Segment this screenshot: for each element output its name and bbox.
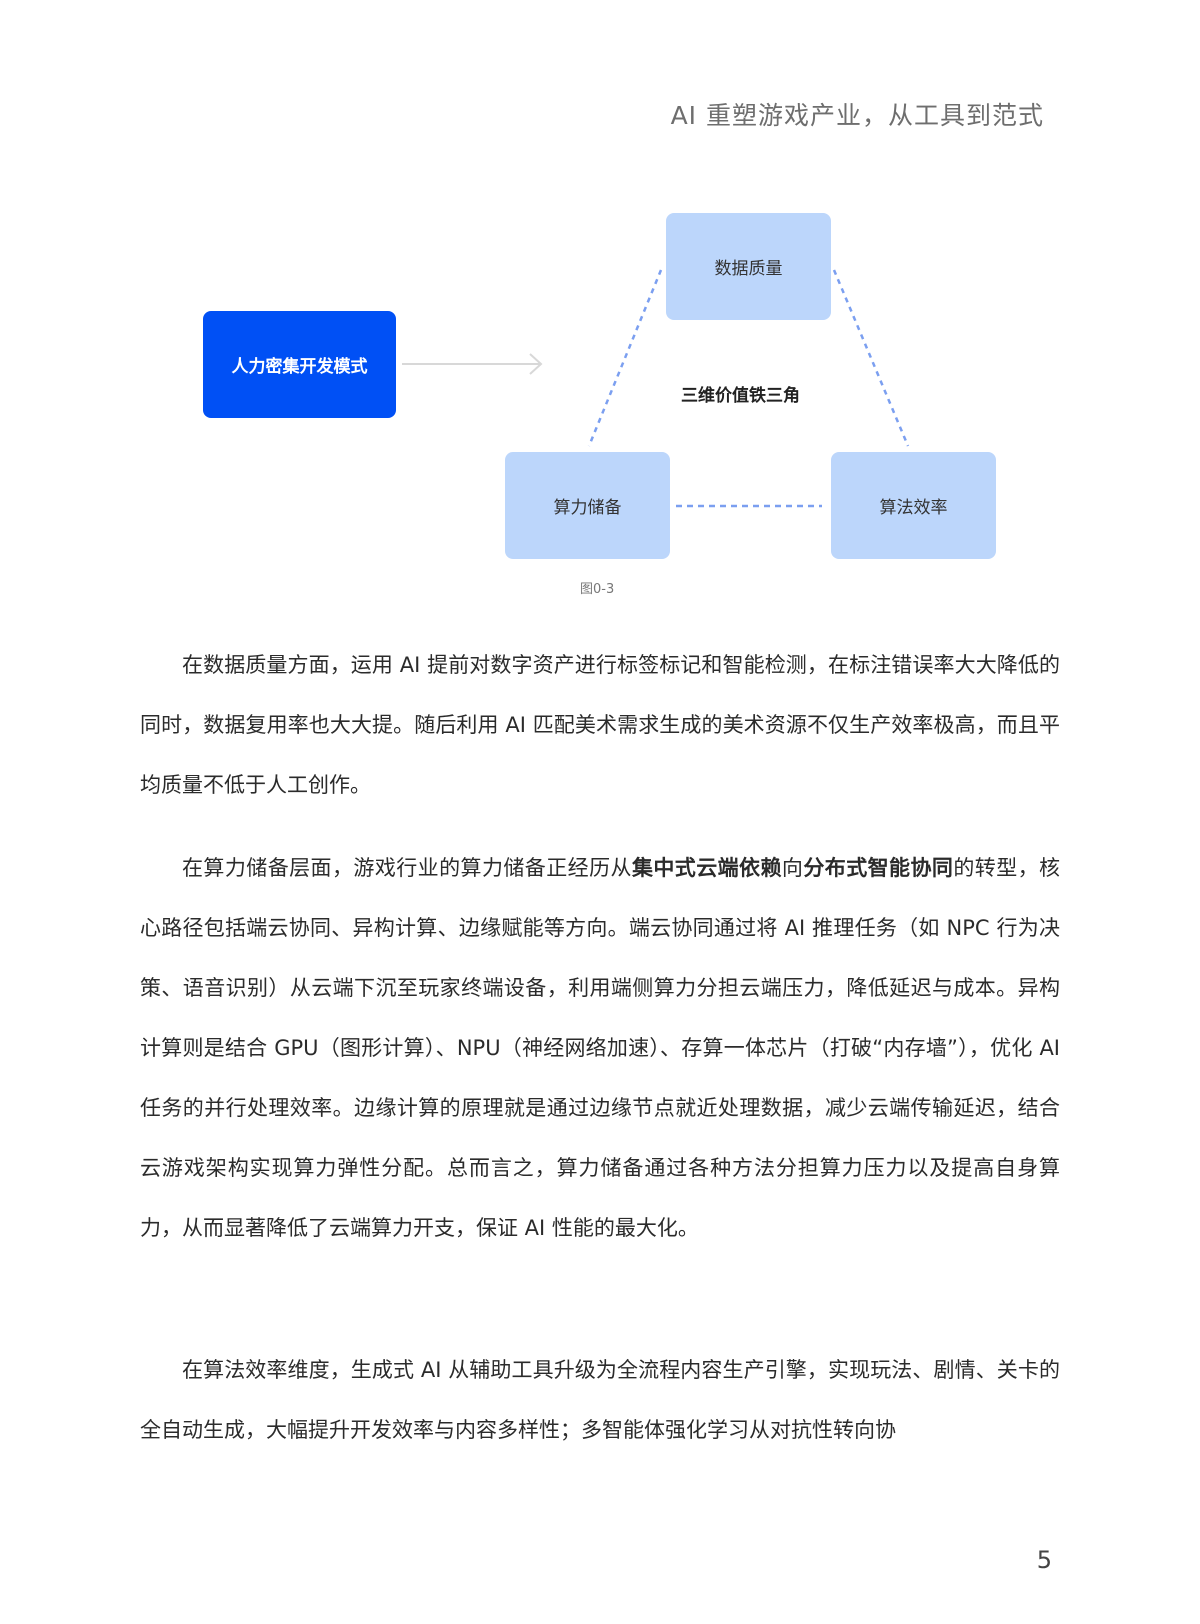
node-data-quality: 数据质量 xyxy=(666,213,831,320)
node-label: 数据质量 xyxy=(714,259,783,279)
triangle-center-label: 三维价值铁三角 xyxy=(681,386,800,406)
diagram-connectors xyxy=(402,269,910,508)
node-label: 人力密集开发模式 xyxy=(231,357,368,377)
node-labor-intensive-mode: 人力密集开发模式 xyxy=(203,311,396,418)
arrow-right-icon xyxy=(402,353,543,375)
text-run: 的转型，核心路径包括端云协同、异构计算、边缘赋能等方向。端云协同通过将 AI 推… xyxy=(140,856,1061,1240)
node-compute-reserve: 算力储备 xyxy=(505,452,670,559)
page-number: 5 xyxy=(1036,1546,1052,1574)
paragraph-text: 在算力储备层面，游戏行业的算力储备正经历从集中式云端依赖向分布式智能协同的转型，… xyxy=(140,838,1060,1258)
running-header-title: AI 重塑游戏产业，从工具到范式 xyxy=(670,101,1044,130)
bold-term-centralized-cloud: 集中式云端依赖 xyxy=(631,856,782,880)
value-triangle-diagram: 人力密集开发模式 数据质量 三维价值铁三角 算力储备 算法效率 图0-3 xyxy=(0,0,1200,600)
paragraph-compute-reserve: 在算力储备层面，游戏行业的算力储备正经历从集中式云端依赖向分布式智能协同的转型，… xyxy=(140,838,1060,1258)
node-label: 算法效率 xyxy=(879,498,948,518)
node-algorithm-efficiency: 算法效率 xyxy=(831,452,996,559)
paragraph-algorithm-efficiency: 在算法效率维度，生成式 AI 从辅助工具升级为全流程内容生产引擎，实现玩法、剧情… xyxy=(140,1340,1060,1460)
text-run: 向 xyxy=(781,856,804,880)
edge-data-compute xyxy=(587,269,663,447)
edge-data-algo xyxy=(832,269,910,447)
figure-caption: 图0-3 xyxy=(580,582,615,597)
node-label: 算力储备 xyxy=(553,498,622,518)
paragraph-text: 在数据质量方面，运用 AI 提前对数字资产进行标签标记和智能检测，在标注错误率大… xyxy=(140,653,1060,797)
text-run: 在算力储备层面，游戏行业的算力储备正经历从 xyxy=(182,856,632,880)
paragraph-text: 在算法效率维度，生成式 AI 从辅助工具升级为全流程内容生产引擎，实现玩法、剧情… xyxy=(140,1358,1060,1442)
paragraph-data-quality: 在数据质量方面，运用 AI 提前对数字资产进行标签标记和智能检测，在标注错误率大… xyxy=(140,635,1060,815)
bold-term-distributed-collaboration: 分布式智能协同 xyxy=(803,856,954,880)
